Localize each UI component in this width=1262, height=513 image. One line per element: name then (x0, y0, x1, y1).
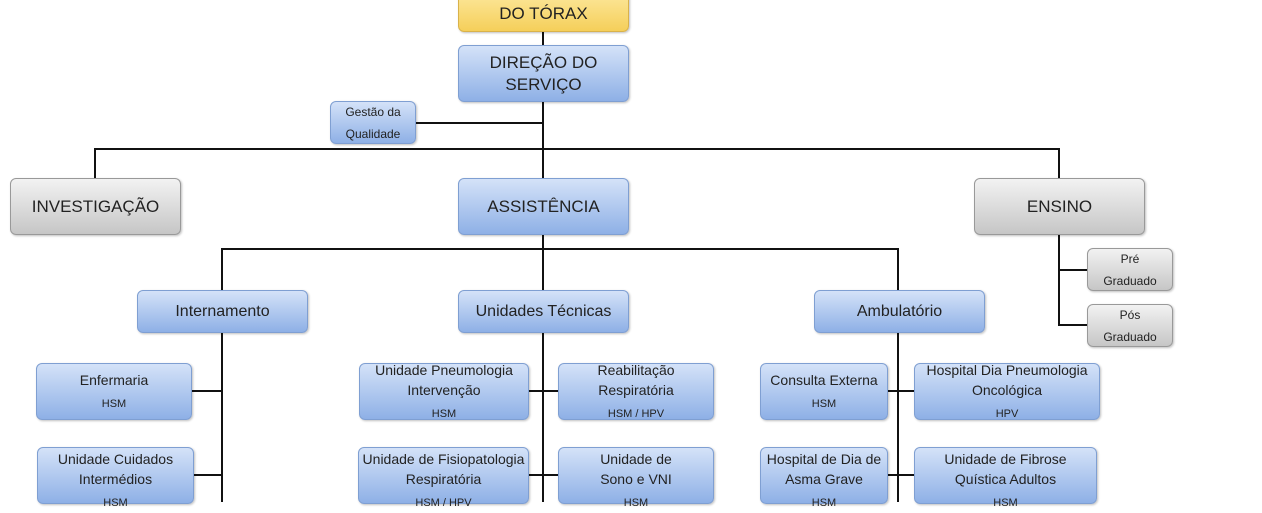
department-label: DO TÓRAX (499, 4, 588, 23)
unit-name-2: Respiratória (598, 381, 674, 398)
investigacao-box[interactable]: INVESTIGAÇÃO (10, 178, 181, 235)
connector (542, 234, 544, 290)
connector (221, 248, 223, 290)
connector (1058, 269, 1088, 271)
connector (221, 332, 223, 502)
ensino-label: ENSINO (1026, 196, 1093, 216)
direcao-line2: SERVIÇO (505, 74, 582, 94)
connector (94, 148, 96, 178)
unit-name-2: Intervenção (407, 381, 481, 398)
unit-box-consulta-externa[interactable]: Consulta Externa HSM (760, 363, 888, 420)
connector (542, 30, 544, 180)
connector (95, 148, 1059, 150)
unit-location: HSM (811, 397, 837, 410)
unit-name: Hospital Dia Pneumologia (926, 361, 1088, 378)
unit-name-2: Oncológica (971, 381, 1043, 398)
unit-name: Enfermaria (79, 371, 149, 388)
gestao-line1: Gestão da (345, 104, 401, 119)
unit-location: HSM (103, 497, 128, 509)
connector (191, 390, 222, 392)
unit-name-2: Intermédios (78, 471, 153, 487)
unit-name-2: Quística Adultos (954, 471, 1057, 487)
ensino-box[interactable]: ENSINO (974, 178, 1145, 235)
connector (897, 248, 899, 290)
unit-location: HSM (623, 497, 649, 509)
connector (528, 390, 558, 392)
connector (193, 474, 222, 476)
unit-name: Unidade Cuidados (57, 451, 174, 467)
unit-location: HSM / HPV (607, 407, 665, 420)
unit-box-enfermaria[interactable]: Enfermaria HSM (36, 363, 192, 420)
direcao-line1: DIREÇÃO DO (489, 52, 598, 72)
connector (1058, 148, 1060, 178)
connector (897, 332, 899, 502)
unit-name-2: Asma Grave (785, 471, 863, 487)
pre-graduado-box[interactable]: Pré Graduado (1087, 248, 1173, 291)
unit-box-reabilitacao[interactable]: Reabilitação Respiratória HSM / HPV (558, 361, 714, 420)
unit-box-asma-grave[interactable]: Hospital de Dia de Asma Grave HSM (760, 447, 888, 509)
internamento-box[interactable]: Internamento (137, 290, 308, 333)
unit-name: Reabilitação (597, 361, 675, 378)
unit-box-pneumologia-intervencao[interactable]: Unidade Pneumologia Intervenção HSM (359, 361, 529, 420)
unit-name: Unidade de Fisiopatologia (362, 451, 525, 467)
internamento-label: Internamento (175, 302, 270, 320)
unit-box-cuidados-intermedios[interactable]: Unidade Cuidados Intermédios HSM (37, 447, 194, 509)
connector (222, 248, 899, 250)
connector (1058, 234, 1060, 326)
department-box[interactable]: DO TÓRAX (458, 0, 629, 32)
connector (416, 122, 543, 124)
tecnicas-label: Unidades Técnicas (475, 302, 612, 320)
unit-name: Unidade de Fibrose (944, 451, 1067, 467)
unit-box-fisiopatologia[interactable]: Unidade de Fisiopatologia Respiratória H… (358, 447, 529, 509)
connector (528, 474, 558, 476)
unit-location: HSM (101, 397, 127, 410)
unit-name-2: Sono e VNI (600, 471, 672, 487)
connector (887, 390, 914, 392)
pos-line1: Pós (1119, 307, 1141, 322)
gestao-box[interactable]: Gestão da Qualidade (330, 101, 416, 144)
direcao-box[interactable]: DIREÇÃO DO SERVIÇO (458, 45, 629, 102)
pos-line2: Graduado (1103, 329, 1157, 344)
unit-name-2: Respiratória (405, 471, 482, 487)
unit-location: HPV (995, 407, 1019, 420)
assistencia-label: ASSISTÊNCIA (487, 196, 600, 216)
unidades-tecnicas-box[interactable]: Unidades Técnicas (458, 290, 629, 333)
unit-box-sono-vni[interactable]: Unidade de Sono e VNI HSM (558, 447, 714, 509)
unit-name: Unidade Pneumologia (375, 361, 513, 378)
unit-name: Unidade de (600, 451, 672, 467)
unit-box-fibrose-quistica[interactable]: Unidade de Fibrose Quística Adultos HSM (914, 447, 1097, 509)
assistencia-box[interactable]: ASSISTÊNCIA (458, 178, 629, 235)
pre-line1: Pré (1120, 251, 1140, 266)
gestao-line2: Qualidade (345, 126, 401, 141)
unit-location: HSM (811, 497, 837, 509)
investigacao-label: INVESTIGAÇÃO (31, 196, 160, 216)
pre-line2: Graduado (1103, 273, 1157, 288)
unit-box-hospital-dia-oncologica[interactable]: Hospital Dia Pneumologia Oncológica HPV (914, 361, 1100, 420)
unit-location: HSM (993, 497, 1018, 509)
unit-name: Hospital de Dia de (766, 451, 882, 467)
unit-name: Consulta Externa (770, 371, 878, 388)
pos-graduado-box[interactable]: Pós Graduado (1087, 304, 1173, 347)
unit-location: HSM / HPV (415, 497, 472, 509)
connector (887, 474, 914, 476)
connector (542, 332, 544, 502)
ambulatorio-box[interactable]: Ambulatório (814, 290, 985, 333)
connector (1058, 324, 1088, 326)
unit-location: HSM (431, 407, 457, 420)
ambulatorio-label: Ambulatório (856, 302, 943, 320)
